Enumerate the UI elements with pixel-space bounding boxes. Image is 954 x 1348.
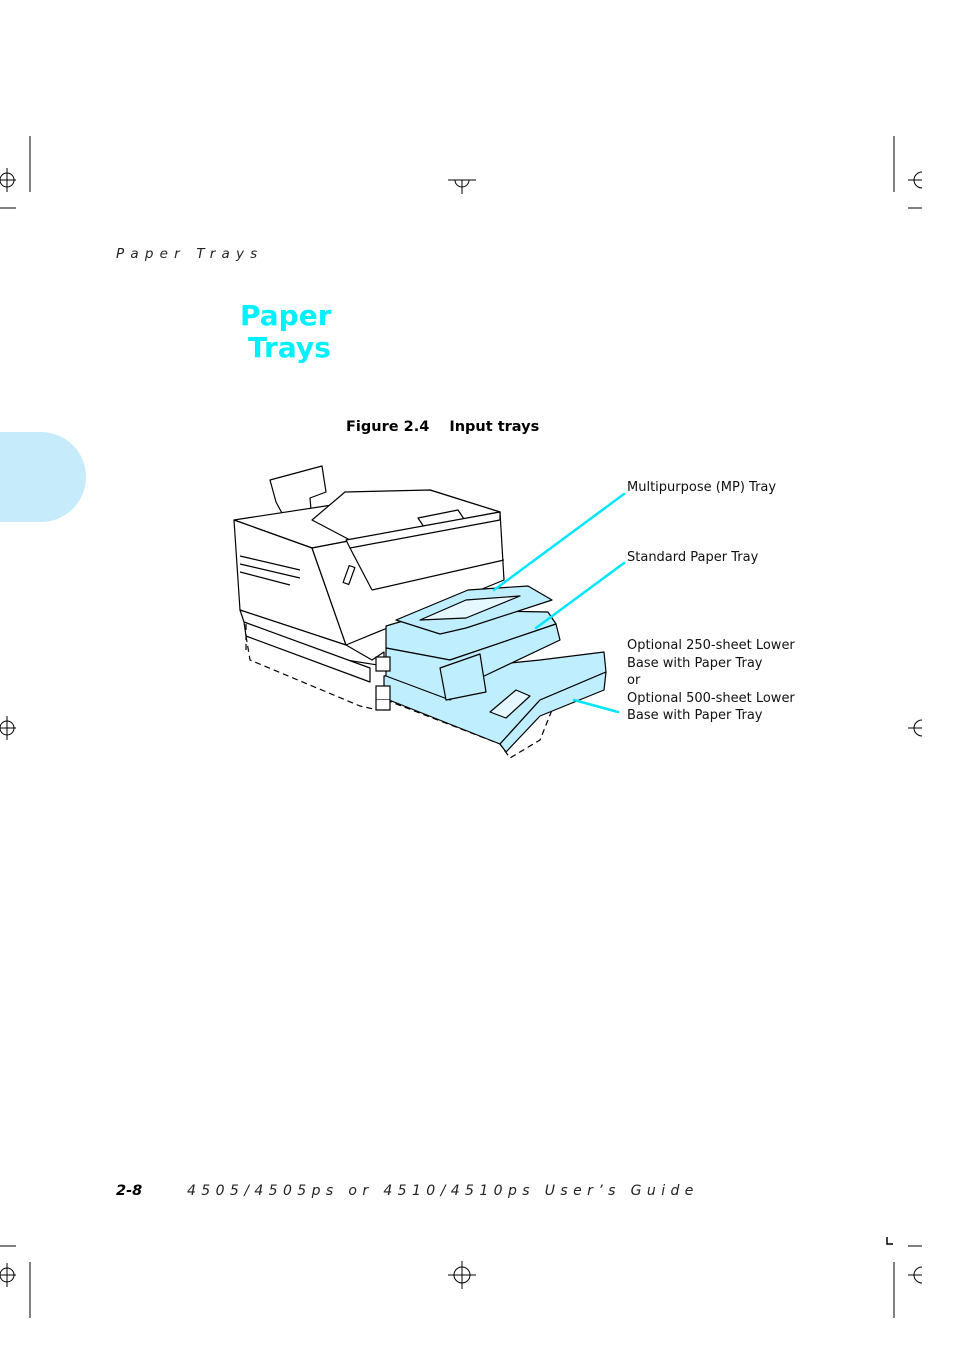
callout-mp-tray: Multipurpose (MP) Tray (627, 480, 777, 495)
figure-title: Input trays (449, 419, 540, 435)
callout-optional-line-1: Optional 250-sheet Lower (627, 638, 795, 653)
chapter-tab (0, 432, 86, 522)
section-title-line-1: Paper (240, 299, 332, 332)
section-title-line-2: Trays (248, 331, 331, 364)
section-title: Paper Trays (240, 300, 332, 364)
callout-optional-line-3: or (627, 673, 641, 688)
running-head: Paper Trays (116, 246, 264, 262)
callout-optional-line-4: Optional 500-sheet Lower (627, 690, 795, 706)
callout-standard-tray: Standard Paper Tray (627, 550, 759, 565)
callout-optional-base: Optional 250-sheet Lower Base with Paper… (627, 637, 795, 725)
callout-optional-line-2: Base with Paper Tray (627, 655, 763, 671)
footer-guide-title: 4505/4505ps or 4510/4510ps User’s Guide (187, 1183, 699, 1199)
figure-number: Figure 2.4 (346, 419, 430, 435)
footer-page-number: 2-8 (116, 1183, 143, 1199)
callout-optional-line-5: Base with Paper Tray (627, 708, 763, 723)
figure-caption: Figure 2.4 Input trays (346, 419, 539, 435)
